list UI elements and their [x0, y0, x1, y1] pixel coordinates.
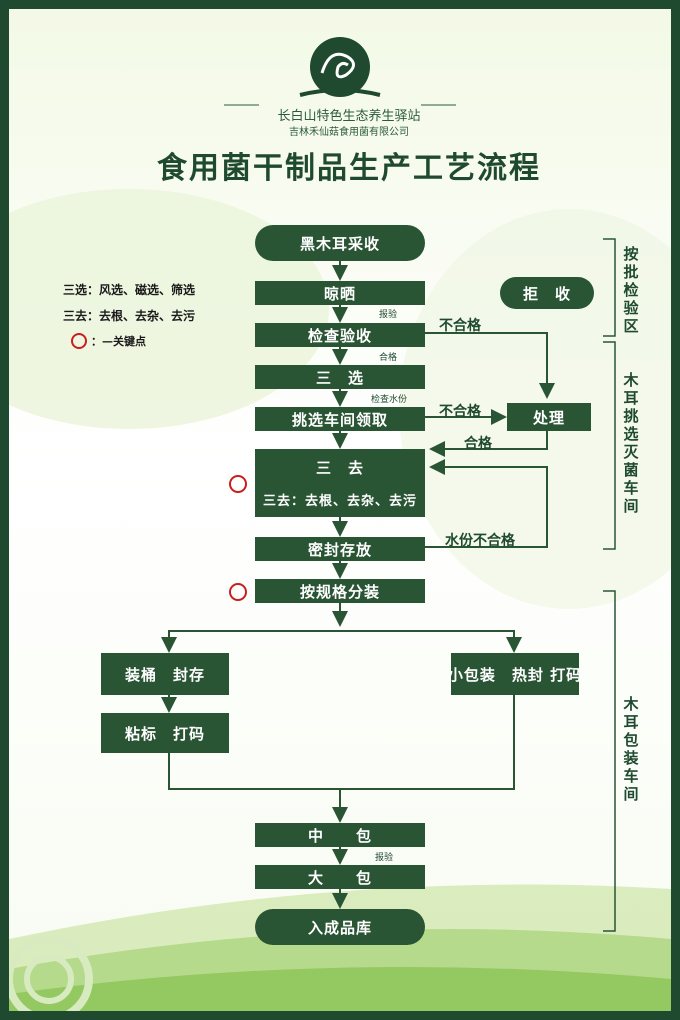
three-remove-label: 三 去: [315, 459, 364, 477]
step-pack-spec: 按规格分装: [255, 579, 425, 603]
arrow-inspect-handle: [425, 332, 555, 399]
annotation-unqualified-1: 不合格: [439, 318, 481, 334]
legend-three-remove: 三去：去根、去杂、去污: [63, 309, 196, 323]
key-point-icon: [71, 333, 87, 349]
step-big-pack: 大 包: [255, 865, 425, 889]
annotation-qualified-small: 合格: [379, 353, 398, 363]
legend-key-label: ：—关键点: [91, 335, 146, 348]
annotation-report-check: 报验: [379, 310, 398, 320]
brand-name: 长白山特色生态养生驿站: [277, 109, 421, 124]
step-pick-workshop: 挑选车间领取: [255, 407, 425, 431]
step-seal-store: 密封存放: [255, 537, 425, 561]
section-sorting-workshop: 木耳挑选灭菌车间: [623, 371, 639, 515]
key-point-icon: [229, 583, 247, 601]
arrow-moisture-back: [425, 459, 548, 548]
step-warehouse: 入成品库: [255, 909, 425, 945]
flow-connectors: [161, 238, 616, 932]
section-batch-inspect: 按批检验区: [623, 245, 639, 335]
step-three-remove: 三 去 三去：去根、去杂、去污: [255, 449, 425, 517]
legend-three-select: 三选：风选、磁选、筛选: [63, 283, 196, 297]
step-mid-pack: 中 包: [255, 823, 425, 847]
annotation-report-check2: 报验: [375, 853, 394, 863]
annotation-unqualified-2: 不合格: [439, 404, 481, 420]
background-decoration: [9, 189, 671, 1011]
page-title: 食用菌干制品生产工艺流程: [157, 151, 541, 186]
step-three-select: 三 选: [255, 365, 425, 389]
arrow-to-smallpack: [340, 630, 522, 653]
step-handle: 处理: [507, 403, 591, 431]
key-point-icon: [229, 475, 247, 493]
step-label-code: 粘标 打码: [101, 713, 229, 753]
section-packing-workshop: 木耳包装车间: [623, 695, 639, 803]
company-name: 吉林禾仙菇食用菌有限公司: [289, 127, 409, 138]
annotation-moisture-fail: 水份不合格: [445, 533, 515, 549]
section-brackets: [603, 238, 616, 932]
step-harvest: 黑木耳采收: [255, 225, 425, 261]
step-inspect: 检查验收: [255, 323, 425, 347]
step-barrel: 装桶 封存: [101, 653, 229, 695]
annotation-qualified: 合格: [464, 436, 492, 452]
arrow-to-barrel: [161, 630, 340, 653]
annotation-moisture-check: 检查水份: [371, 395, 408, 405]
arrow-handle-remove: [429, 431, 548, 457]
three-remove-detail: 三去：去根、去杂、去污: [262, 494, 417, 509]
logo-icon: [224, 37, 456, 106]
step-dry: 晾晒: [255, 281, 425, 305]
step-small-pack: 小包装 热封 打码: [448, 653, 581, 695]
step-reject: 拒 收: [500, 277, 594, 309]
line-merge: [168, 695, 515, 790]
